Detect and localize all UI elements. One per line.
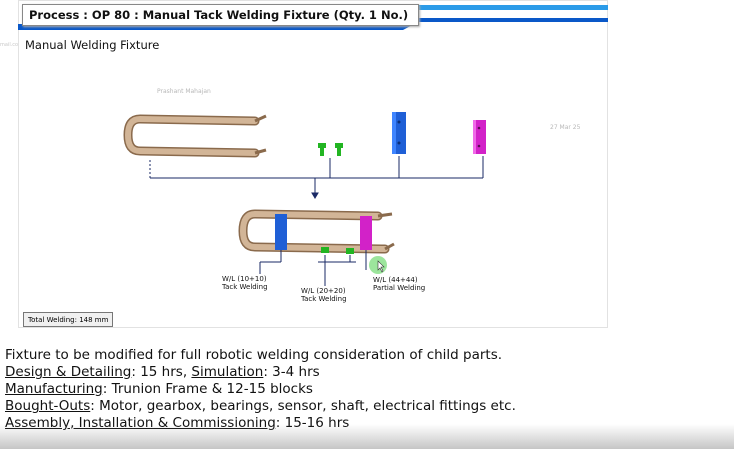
weld-label-20-line1: W/L (20+20) [301,287,346,295]
boughtouts-value: : Motor, gearbox, bearings, sensor, shaf… [90,398,516,414]
notes-text: Fixture to be modified for full robotic … [5,347,725,432]
slide-subtitle: Manual Welding Fixture [25,38,160,52]
weld-label-20: W/L (20+20) Tack Welding [301,287,347,303]
total-welding-badge: Total Welding: 148 mm [23,312,114,327]
simulation-value: : 3-4 hrs [263,364,320,380]
notes-line-manufacturing: Manufacturing: Trunion Frame & 12-15 blo… [5,381,725,398]
green-pin-icon [318,143,343,156]
notes-line-design: Design & Detailing: 15 hrs, Simulation: … [5,364,725,381]
blue-block-icon [392,112,406,154]
notes-line-1: Fixture to be modified for full robotic … [5,347,503,363]
cursor-icon [369,256,387,274]
flow-lines [149,156,484,199]
design-value: : 15 hrs, [131,364,192,380]
bottom-shadow [0,424,734,449]
ghost-text: mail.co [0,42,19,48]
slide-canvas [18,0,608,328]
watermark-name: Prashant Mahajan [157,88,211,95]
weld-label-44-line1: W/L (44+44) [373,276,418,284]
weld-label-10: W/L (10+10) Tack Welding [222,275,268,291]
weld-label-44-line2: Partial Welding [373,284,426,292]
boughtouts-label: Bought-Outs [5,398,91,414]
trunnion-frame-assembled-icon [238,209,395,254]
trunnion-frame-icon [123,114,267,158]
fixture-diagram [123,112,486,286]
watermark-date: 27 Mar 25 [550,124,581,131]
weld-label-20-line2: Tack Welding [301,295,347,303]
manufacturing-label: Manufacturing [5,381,103,397]
magenta-block-icon [473,120,486,154]
weld-label-10-line1: W/L (10+10) [222,275,267,283]
manufacturing-value: : Trunion Frame & 12-15 blocks [102,381,313,397]
weld-label-44: W/L (44+44) Partial Welding [373,276,425,292]
design-label: Design & Detailing [5,364,132,380]
slide-title: Process : OP 80 : Manual Tack Welding Fi… [22,4,420,26]
simulation-label: Simulation [191,364,264,380]
label-leaders [259,250,367,286]
notes-line-boughtouts: Bought-Outs: Motor, gearbox, bearings, s… [5,398,725,415]
weld-label-10-line2: Tack Welding [222,283,268,291]
